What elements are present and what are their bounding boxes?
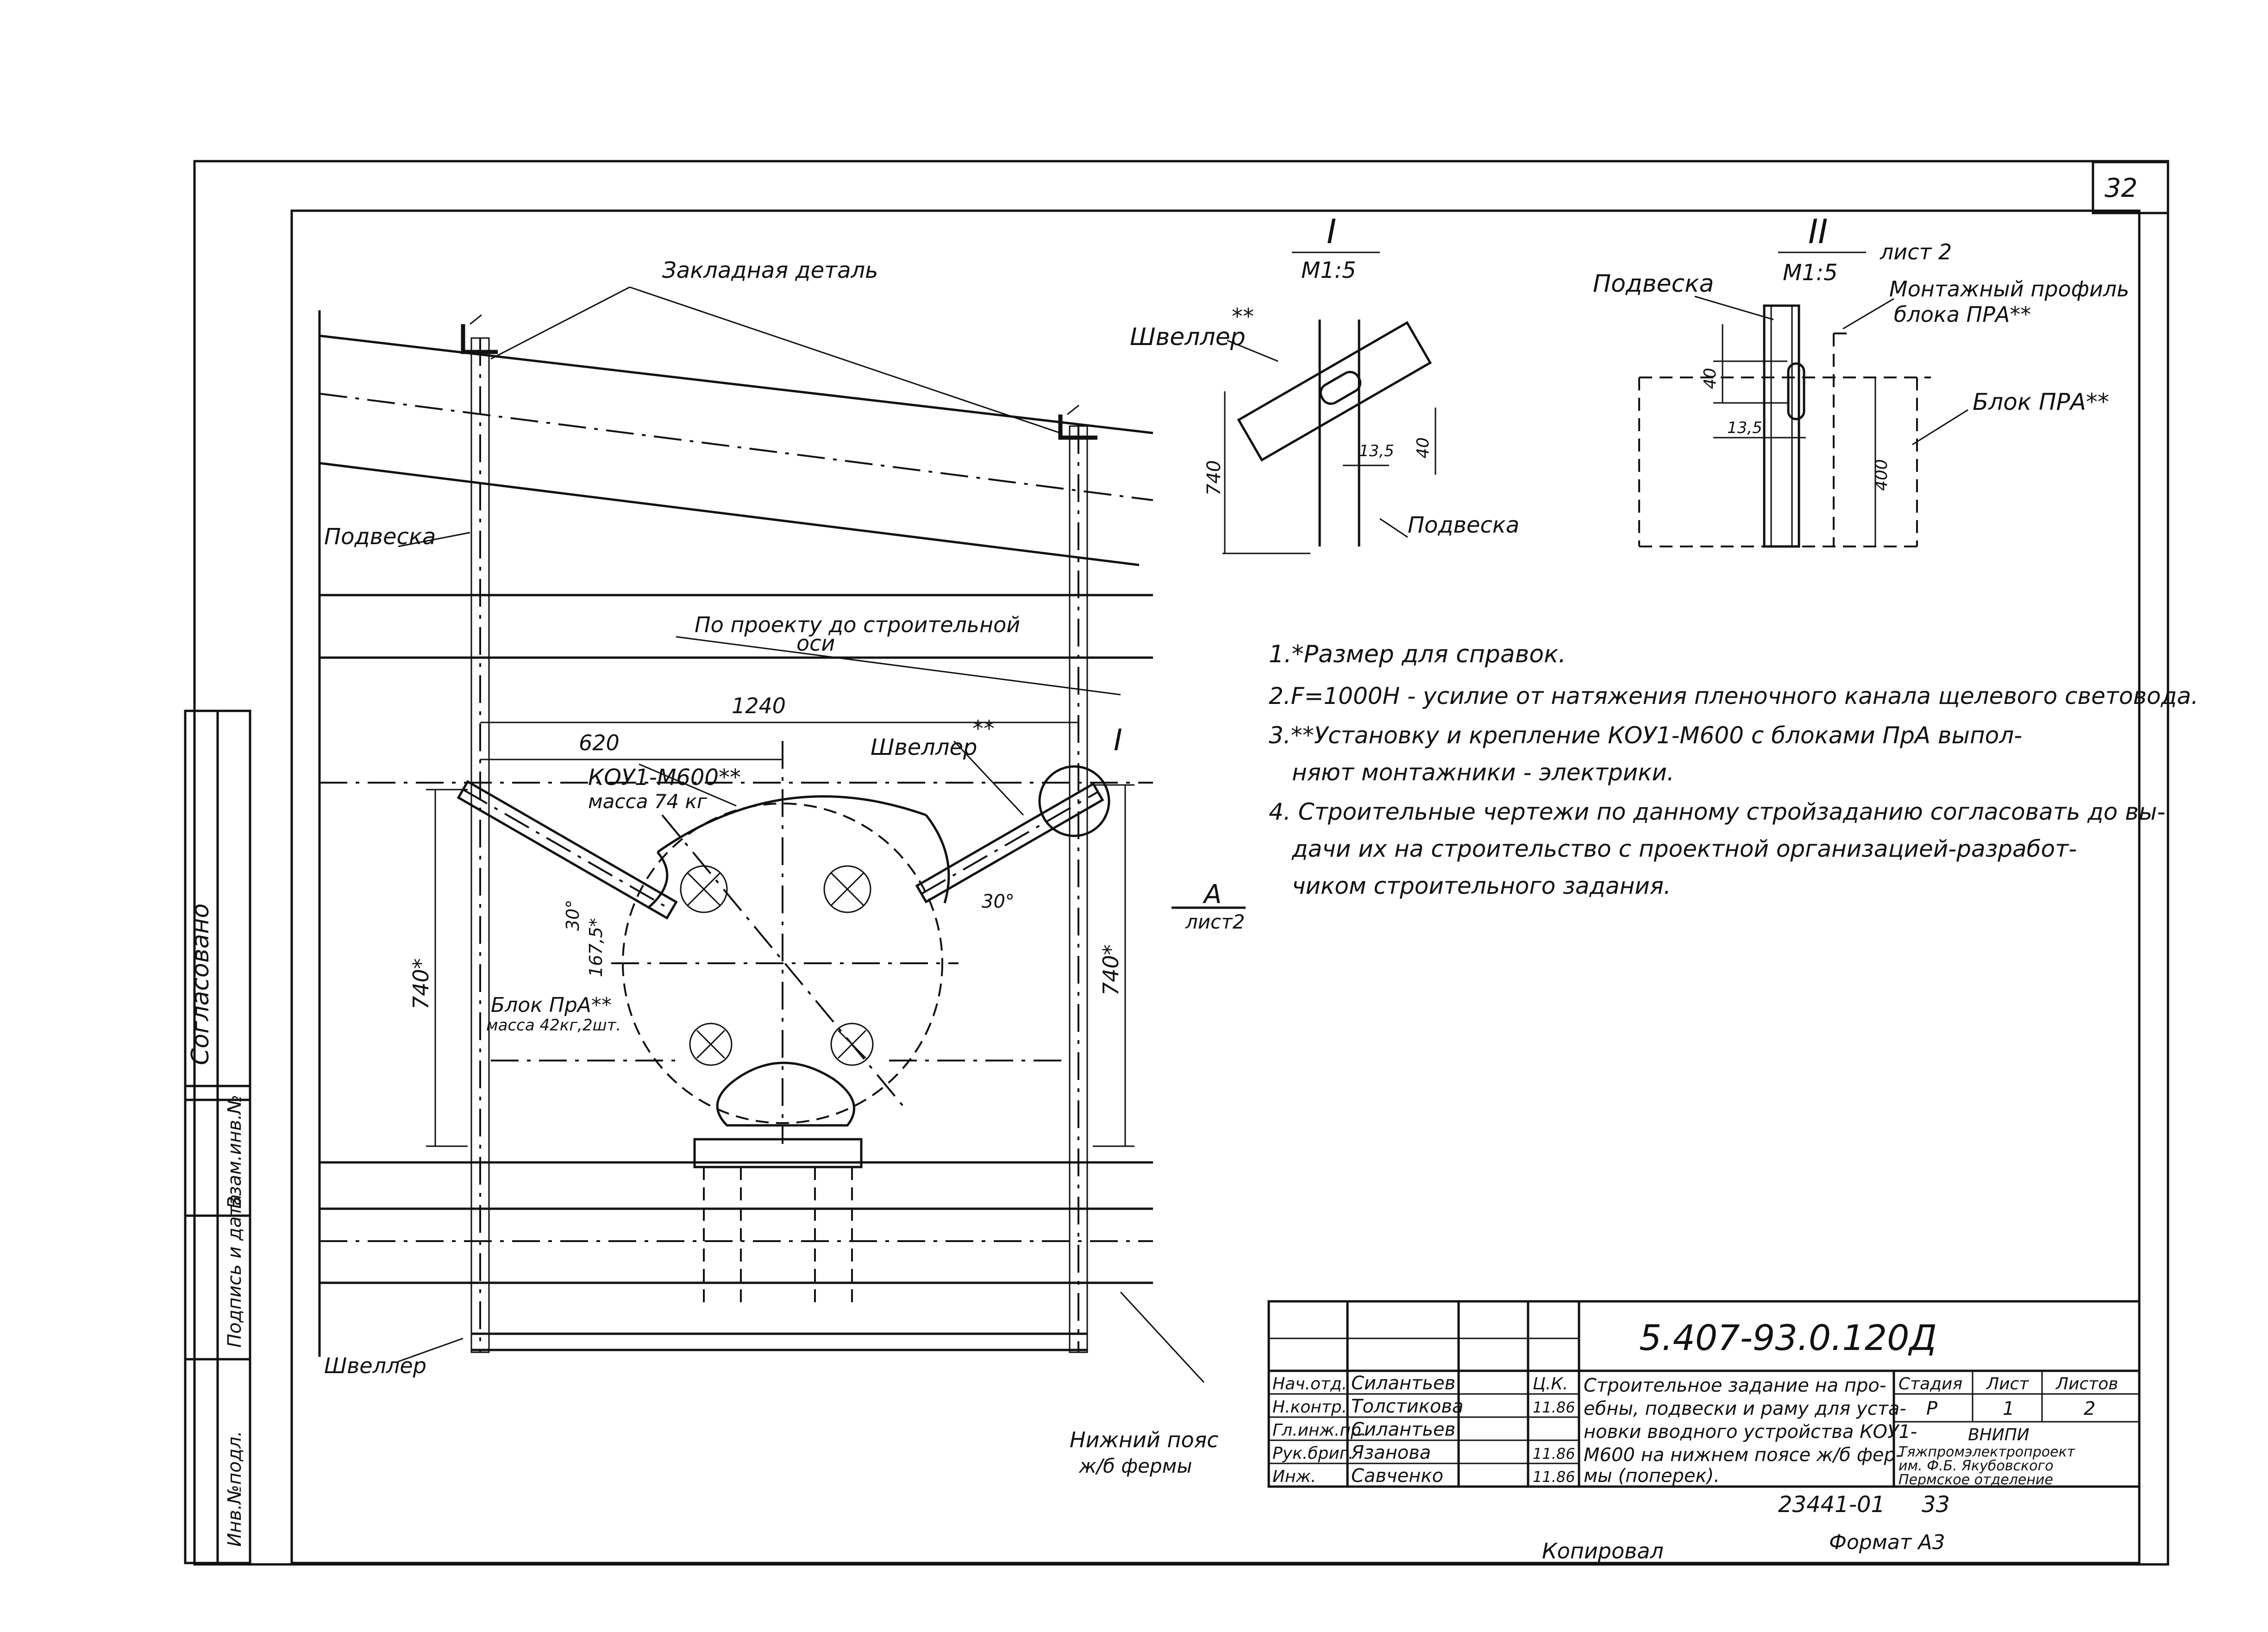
stamp-inv-label: Инв.№подл.	[224, 1431, 245, 1547]
note-line: чиком строительного задания.	[1292, 872, 1671, 899]
description-line: мы (поперек).	[1584, 1465, 1720, 1487]
row-role: Гл.инж.пр.	[1272, 1421, 1366, 1440]
row-name: Толстикова	[1351, 1396, 1463, 1417]
sheet-label: Лист	[1986, 1375, 2029, 1393]
main-structure	[318, 286, 1246, 1383]
detail-II-sheet-ref: лист 2	[1880, 239, 1952, 264]
dim-1240: 1240	[732, 693, 786, 718]
angle-30-left: 30°	[563, 900, 583, 931]
side-stamp	[184, 709, 251, 1564]
channel-right-mark: **	[972, 716, 995, 742]
row-role: Нач.отд.	[1272, 1375, 1347, 1393]
page-number: 33	[1922, 1492, 1950, 1518]
inventory-number: 23441-01	[1778, 1492, 1885, 1518]
by-project-label-2: оси	[796, 631, 835, 656]
note-line: 3.**Установку и крепление КОУ1-М600 с бл…	[1269, 722, 2022, 749]
format-label: Формат А3	[1829, 1531, 1945, 1554]
org-line: ВНИПИ	[1968, 1425, 2030, 1444]
sheets-value: 2	[2084, 1398, 2095, 1419]
stamp-replace-label: Взам.инв.№	[224, 1095, 245, 1209]
note-line: 2.F=1000Н - усилие от натяжения пленочно…	[1269, 683, 2199, 709]
description-line: новки вводного устройства КОУ1-	[1584, 1421, 1917, 1443]
hanger-left-label: Подвеска	[324, 524, 436, 550]
doc-code: 5.407-93.0.120Д	[1639, 1317, 1937, 1358]
note-line: дачи их на строительство с проектной орг…	[1291, 835, 2077, 862]
detail-I-dim-135: 13,5	[1359, 442, 1394, 460]
description-line: М600 на нижнем поясе ж/б фер-	[1584, 1444, 1902, 1466]
sheets-label: Листов	[2055, 1375, 2118, 1393]
detail-II-profile-2: блока ПРА**	[1894, 302, 2031, 327]
row-date: 11.86	[1533, 1399, 1575, 1416]
org-line: Тяжпромэлектропроект	[1898, 1444, 2076, 1460]
stage-label: Стадия	[1898, 1375, 1962, 1393]
by-project-label: По проекту до строительной	[695, 612, 1020, 637]
detail-II-profile: Монтажный профиль	[1889, 276, 2129, 301]
block-label: Блок ПрА**	[491, 993, 612, 1017]
detail-II-block: Блок ПРА**	[1973, 389, 2109, 415]
row-name: Язанова	[1351, 1442, 1431, 1463]
kou-label: КОУ1-М600**	[588, 765, 741, 791]
detail-I-dim-40: 40	[1414, 437, 1433, 458]
row-name: Силантьев	[1351, 1373, 1455, 1394]
row-name: Савченко	[1351, 1465, 1443, 1487]
row-role: Рук.бриг.	[1272, 1444, 1353, 1463]
detail-I	[1222, 251, 1436, 554]
lower-chord-label: Нижний пояс	[1070, 1427, 1219, 1452]
view-A-label: А	[1203, 879, 1222, 910]
detail-I-channel: Швеллер	[1130, 323, 1246, 351]
channel-right-label: Швеллер	[871, 734, 977, 760]
org-line: им. Ф.Б. Якубовского	[1898, 1458, 2054, 1474]
description-line: ебны, подвески и раму для уста-	[1584, 1398, 1906, 1419]
note-line: няют монтажники - электрики.	[1292, 759, 1674, 786]
note-line: 4. Строительные чертежи по данному строй…	[1269, 798, 2165, 825]
dim-620: 620	[579, 730, 620, 755]
detail-II-scale: М1:5	[1783, 260, 1838, 286]
callout-I: I	[1114, 723, 1122, 758]
detail-II-hanger: Подвеска	[1593, 270, 1714, 298]
detail-II-dim-40: 40	[1701, 368, 1720, 389]
notes-block: 1.*Размер для справок. 2.F=1000Н - усили…	[1269, 640, 2199, 899]
agreed-label: Согласовано	[187, 904, 214, 1065]
row-date: 11.86	[1533, 1445, 1575, 1463]
detail-II-title: II	[1808, 212, 1828, 251]
block-mass: масса 42кг,2шт.	[486, 1016, 621, 1035]
row-initials: Ц.К.	[1533, 1375, 1568, 1393]
detail-II-dim-400: 400	[1872, 459, 1891, 491]
sheet-number: 32	[2105, 173, 2137, 203]
row-name: Силантьев	[1351, 1419, 1455, 1440]
sheet-value: 1	[2003, 1398, 2014, 1419]
view-A-sheet: лист2	[1185, 910, 1245, 933]
angle-30-right: 30°	[982, 891, 1015, 912]
embedded-part-label: Закладная деталь	[662, 257, 878, 283]
lower-chord-label-2: ж/б фермы	[1078, 1455, 1192, 1477]
copied-by: Копировал	[1542, 1538, 1664, 1563]
org-line: Пермское отделение	[1898, 1472, 2053, 1488]
kou-mass: масса 74 кг	[588, 790, 708, 813]
detail-I-scale: М1:5	[1301, 257, 1356, 283]
detail-I-dim-740: 740	[1203, 460, 1225, 496]
detail-II-dim-135: 13,5	[1727, 419, 1762, 437]
dim-740-right: 740*	[1098, 944, 1123, 996]
dim-1675: 167,5*	[586, 918, 606, 977]
title-block	[1267, 1300, 2141, 1488]
detail-II	[1638, 251, 1968, 548]
row-role: Инж.	[1272, 1467, 1316, 1486]
detail-I-hanger: Подвеска	[1408, 512, 1519, 538]
sheet-frame	[193, 160, 2169, 1566]
channel-bottom-label: Швеллер	[324, 1353, 426, 1378]
dim-740-left: 740*	[408, 958, 433, 1010]
note-line: 1.*Размер для справок.	[1269, 640, 1566, 668]
row-role: Н.контр.	[1272, 1398, 1347, 1417]
stage-value: Р	[1926, 1398, 1938, 1419]
stamp-sign-label: Подпись и дата	[224, 1194, 245, 1348]
row-date: 11.86	[1533, 1468, 1575, 1486]
detail-I-title: I	[1327, 212, 1336, 251]
detail-I-channel-mark: **	[1232, 304, 1254, 330]
description-line: Строительное задание на про-	[1584, 1375, 1886, 1396]
